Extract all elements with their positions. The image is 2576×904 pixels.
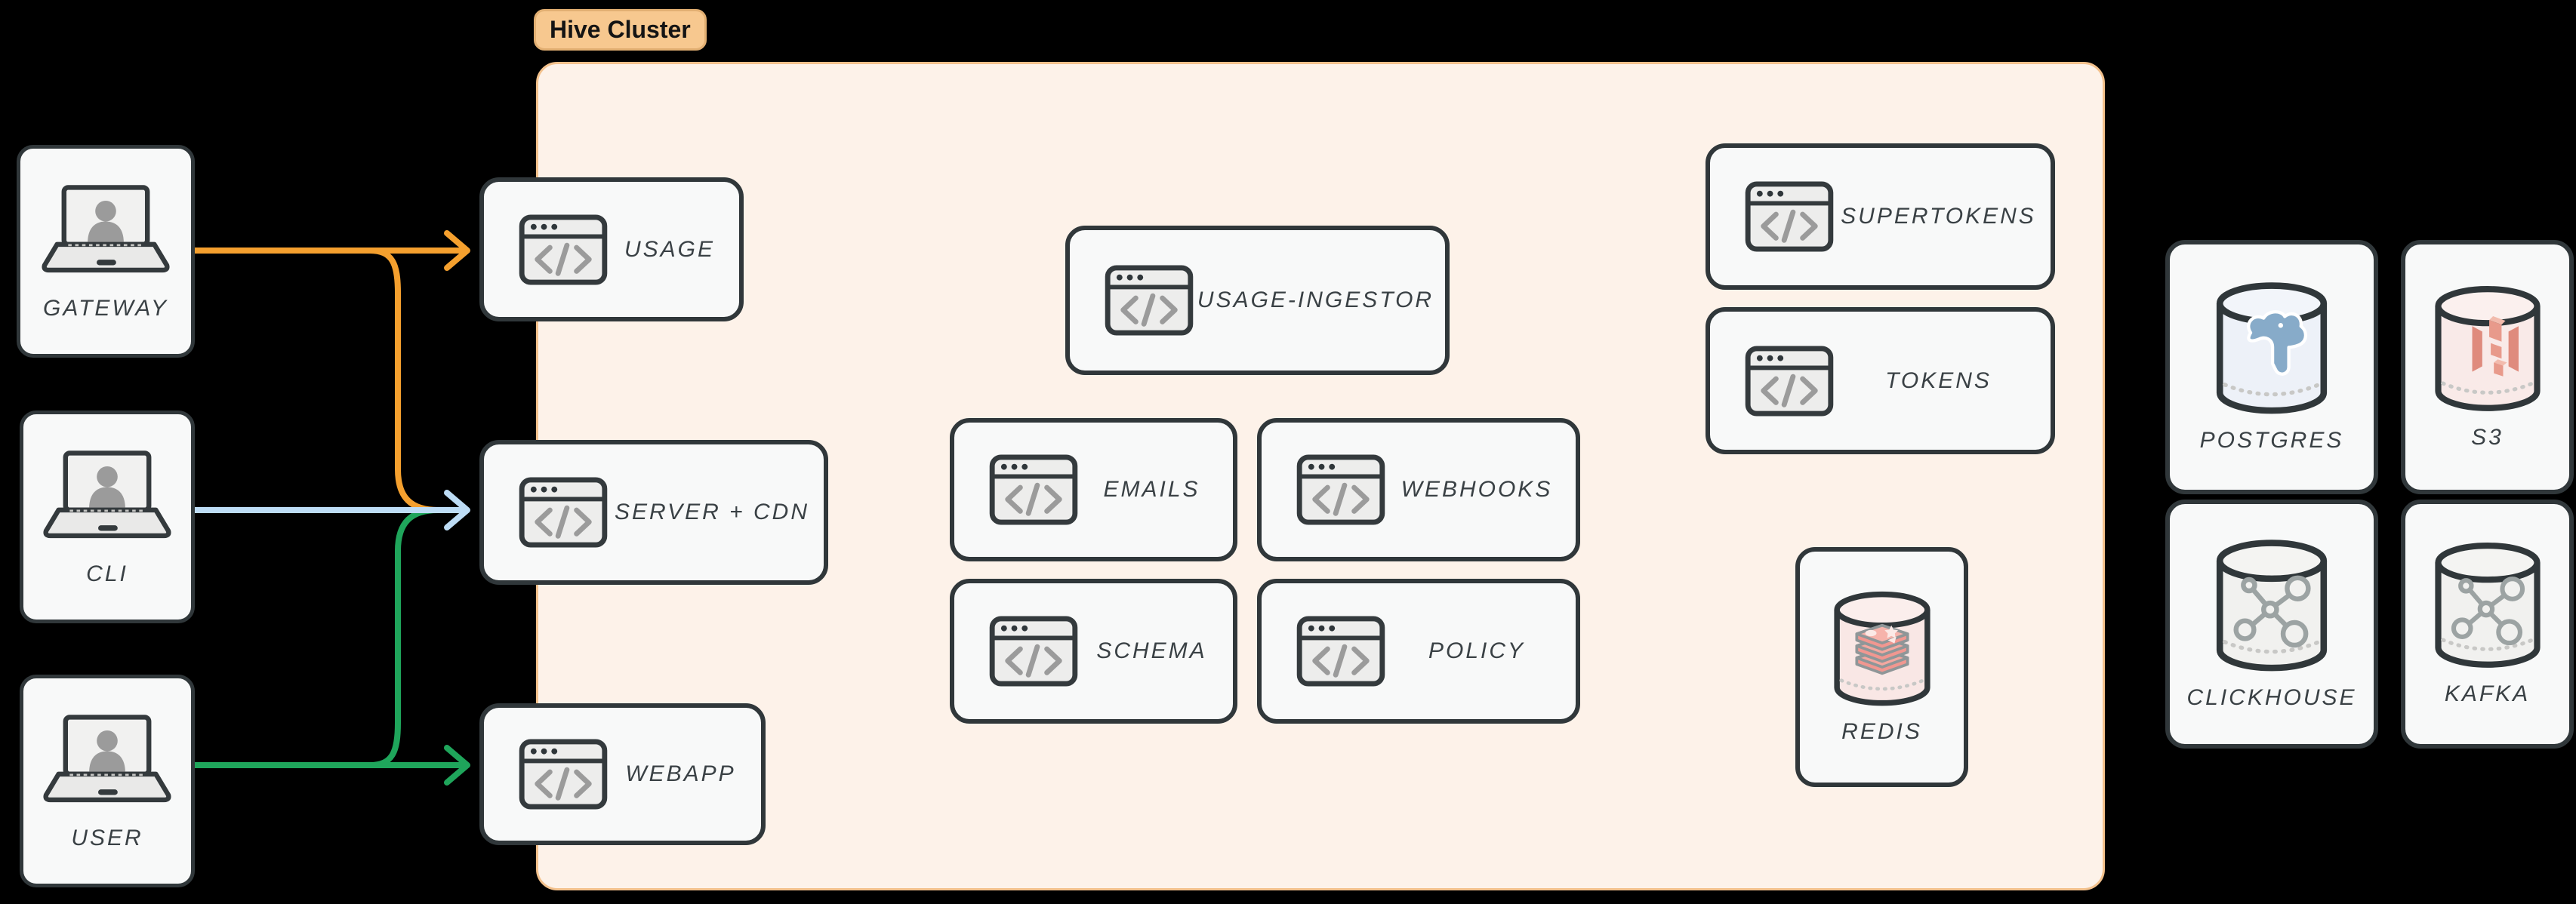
node-tokens: TOKENS (1706, 307, 2055, 454)
edge-user-servercdn (367, 507, 453, 768)
node-label: WEBAPP (625, 761, 736, 786)
node-policy: POLICY (1257, 579, 1580, 724)
kafka-database-icon (2426, 541, 2550, 672)
edge-gateway-servercdn (367, 248, 456, 513)
redis-database-icon (1826, 590, 1939, 710)
postgres-database-icon (2207, 281, 2337, 419)
node-label: USAGE-INGESTOR (1197, 287, 1434, 312)
code-window-icon (1745, 346, 1834, 417)
node-schema: SCHEMA (950, 579, 1237, 724)
arrowhead-orange (444, 230, 470, 271)
node-label: SUPERTOKENS (1841, 204, 2036, 229)
node-s3: S3 (2401, 240, 2574, 494)
node-label: POSTGRES (2199, 428, 2344, 453)
code-window-icon (989, 616, 1078, 687)
node-user: USER (20, 675, 195, 887)
code-window-icon (519, 739, 608, 810)
node-label: REDIS (1841, 718, 1922, 744)
node-supertokens: SUPERTOKENS (1706, 143, 2055, 290)
node-clickhouse: CLICKHOUSE (2165, 500, 2378, 749)
node-emails: EMAILS (950, 418, 1237, 561)
hive-cluster-label: Hive Cluster (534, 9, 707, 51)
node-label: KAFKA (2444, 681, 2531, 706)
node-webapp: WEBAPP (479, 703, 766, 845)
node-label: USAGE (624, 236, 716, 262)
arrowhead-blue (444, 490, 470, 530)
node-postgres: POSTGRES (2165, 240, 2378, 494)
node-label: CLICKHOUSE (2186, 684, 2357, 710)
code-window-icon (519, 214, 608, 285)
laptop-icon (38, 712, 177, 809)
arrowhead-green (444, 745, 470, 786)
node-label: SCHEMA (1096, 638, 1207, 663)
node-webhooks: WEBHOOKS (1257, 418, 1580, 561)
node-label: CLI (86, 561, 128, 586)
node-label: S3 (2471, 424, 2504, 450)
node-label: EMAILS (1103, 477, 1200, 502)
laptop-icon (38, 447, 177, 545)
code-window-icon (989, 454, 1078, 525)
node-usage: USAGE (479, 177, 744, 321)
code-window-icon (1745, 181, 1834, 252)
node-usage-ingestor: USAGE-INGESTOR (1065, 226, 1450, 375)
node-kafka: KAFKA (2401, 500, 2574, 749)
node-server-cdn: SERVER + CDN (479, 440, 828, 585)
node-gateway: GATEWAY (17, 145, 195, 358)
code-window-icon (1296, 616, 1385, 687)
node-label: USER (71, 825, 143, 850)
clickhouse-database-icon (2207, 538, 2337, 676)
node-label: TOKENS (1885, 367, 1992, 393)
code-window-icon (519, 477, 608, 548)
laptop-icon (36, 182, 175, 279)
s3-database-icon (2426, 284, 2550, 416)
node-cli: CLI (20, 410, 195, 623)
node-label: GATEWAY (42, 295, 169, 321)
node-label: POLICY (1428, 638, 1526, 663)
node-label: WEBHOOKS (1400, 477, 1553, 502)
code-window-icon (1105, 265, 1194, 336)
code-window-icon (1296, 454, 1385, 525)
node-label: SERVER + CDN (614, 500, 809, 524)
node-redis: REDIS (1795, 547, 1968, 787)
